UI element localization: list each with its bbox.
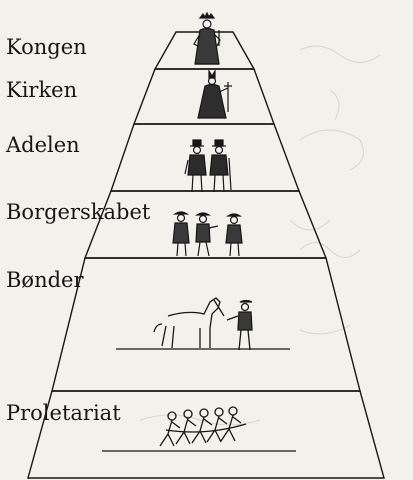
nobles-icon [184, 139, 232, 193]
tier-label-adelen: Adelen [6, 133, 80, 157]
bishop-icon [197, 68, 232, 119]
tier-shape-bonder [51, 257, 361, 392]
bourgeoisie-icon [172, 211, 243, 257]
tier-label-proletariat: Proletariat [6, 401, 121, 425]
tier-shape-adelen [110, 123, 301, 192]
workers-rope-icon [102, 406, 296, 452]
tier-label-kongen: Kongen [6, 35, 87, 59]
farmer-horse-icon [116, 297, 290, 351]
tier-shape-proletariat [27, 390, 385, 479]
tier-label-borgerskabet: Borgerskabet [6, 200, 151, 224]
tier-label-bonder: Bønder [6, 268, 84, 292]
tier-label-kirken: Kirken [6, 78, 78, 102]
king-icon [193, 11, 221, 65]
